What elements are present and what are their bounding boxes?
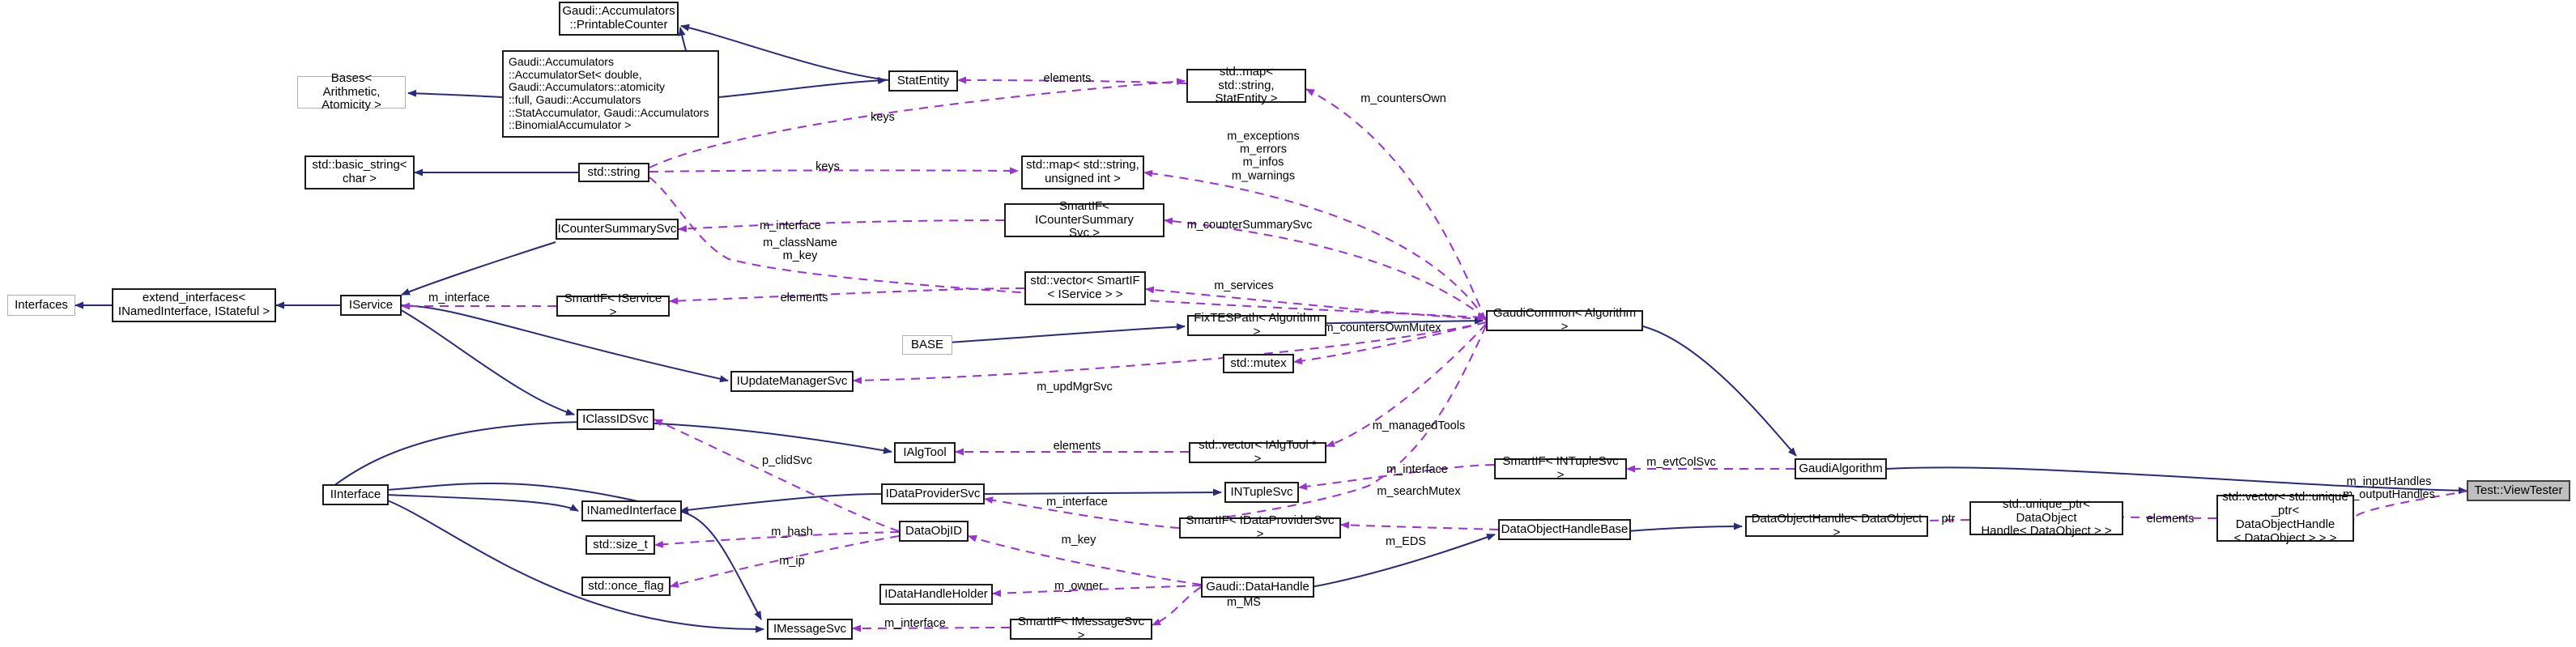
node-base[interactable]: BASE [902,335,952,355]
node-fixtespath-algorithm[interactable]: FixTESPath< Algorithm > [1187,311,1326,338]
node-intuplesvc[interactable]: INTupleSvc [1224,482,1299,503]
edge-label-counters-own: m_countersOwn [1360,92,1446,105]
node-idatahandleholder[interactable]: IDataHandleHolder [879,584,993,605]
edge-label-elements-doh: elements [2146,512,2195,526]
node-printable-counter[interactable]: Gaudi::Accumulators ::PrintableCounter [559,2,679,36]
node-gaudi-datahandle[interactable]: Gaudi::DataHandle [1201,577,1314,598]
edge-label-exception-counters: m_exceptions m_errors m_infos m_warnings [1227,130,1300,183]
node-stat-entity[interactable]: StatEntity [888,70,958,92]
edge-label-m-interface-countersummary: m_interface [760,219,821,232]
edge-label-m-eds: m_EDS [1386,534,1426,548]
node-gaudicommon-algorithm[interactable]: GaudiCommon< Algorithm > [1486,306,1643,334]
edge-label-m-interface-iservice: m_interface [428,291,490,304]
edge-label-managed-tools: m_managedTools [1372,419,1466,432]
node-vector-smartif-iservice[interactable]: std::vector< SmartIF < IService > > [1024,271,1146,305]
edge-label-evt-col-svc: m_evtColSvc [1646,455,1716,469]
edge-label-search-mutex: m_searchMutex [1377,484,1461,498]
node-ialgtool[interactable]: IAlgTool [894,442,956,463]
edge-label-elements-ialgtool: elements [1053,439,1101,453]
node-idataprovidersvc[interactable]: IDataProviderSvc [881,483,985,504]
node-dataobjid[interactable]: DataObjID [899,521,969,542]
edge-label-m-interface-dataprovider: m_interface [1046,495,1108,509]
node-iinterface[interactable]: IInterface [322,484,389,505]
edge-label-m-interface-intuple: m_interface [1386,462,1448,476]
node-gaudialgorithm[interactable]: GaudiAlgorithm [1795,458,1887,479]
edge-label-m-interface-messagesvc: m_interface [884,616,946,630]
edge-label-upd-mgr-svc: m_updMgrSvc [1037,380,1113,394]
node-vector-unique-ptr-dataobjecthandle[interactable]: std::vector< std::unique _ptr< DataObjec… [2216,491,2354,545]
node-accumulator-set[interactable]: Gaudi::Accumulators ::AccumulatorSet< do… [502,50,719,138]
edge-label-keys-lower: keys [815,160,840,173]
node-imessagesvc[interactable]: IMessageSvc [767,619,853,640]
edge-label-input-output-handles: m_inputHandles m_outputHandles [2343,475,2435,501]
node-smartif-idataprovidersvc[interactable]: SmartIF< IDataProviderSvc > [1179,513,1341,541]
node-extend-interfaces[interactable]: extend_interfaces< INamedInterface, ISta… [112,288,276,322]
node-smartif-iservice[interactable]: SmartIF< IService > [556,292,670,319]
node-unique-ptr-dataobjecthandle[interactable]: std::unique_ptr< DataObject Handle< Data… [1969,497,2123,538]
edge-label-counter-summary-svc: m_counterSummarySvc [1186,218,1313,232]
node-test-viewtester[interactable]: Test::ViewTester [2467,480,2570,501]
node-vector-ialgtool-ptr[interactable]: std::vector< IAlgTool * > [1189,438,1326,466]
node-dataobjecthandle-dataobject[interactable]: DataObjectHandle< DataObject > [1745,512,1928,539]
edge-label-p-clid-svc: p_clidSvc [761,453,813,467]
node-map-string-statentity[interactable]: std::map< std::string, StatEntity > [1186,65,1306,105]
edge-label-counters-own-mutex: m_countersOwnMutex [1323,321,1441,334]
edge-label-m-owner: m_owner [1054,579,1103,593]
edge-label-m-ms: m_MS [1227,595,1261,609]
node-smartif-imessagesvc[interactable]: SmartIF< IMessageSvc > [1010,615,1152,642]
edge-label-classname-key: m_className m_key [763,236,837,262]
usage-edges [401,76,2471,632]
node-std-mutex[interactable]: std::mutex [1223,354,1294,373]
edge-label-keys-top: keys [871,110,895,124]
node-std-once-flag[interactable]: std::once_flag [581,577,671,596]
node-std-string[interactable]: std::string [578,163,649,182]
node-inamedinterface[interactable]: INamedInterface [581,500,682,521]
node-smartif-countersummarysvc[interactable]: SmartIF< ICounterSummary Svc > [1004,199,1165,240]
node-interfaces[interactable]: Interfaces [7,295,75,316]
node-basic-string-char[interactable]: std::basic_string< char > [304,155,415,189]
node-map-string-uint[interactable]: std::map< std::string, unsigned int > [1021,155,1144,189]
edge-label-elements-iservice: elements [780,291,828,304]
edge-label-m-ip: m_ip [779,554,805,568]
node-bases-arithmetic[interactable]: Bases< Arithmetic, Atomicity > [297,71,406,112]
edge-label-elements-statentity: elements [1043,71,1092,85]
edge-label-m-key: m_key [1061,533,1096,547]
node-std-size-t[interactable]: std::size_t [585,535,655,555]
edge-label-ptr: ptr [1941,512,1956,526]
edge-label-m-services: m_services [1214,279,1274,292]
node-iclassidsvc[interactable]: IClassIDSvc [577,409,654,430]
edge-label-m-hash: m_hash [771,525,813,538]
node-iservice[interactable]: IService [340,295,402,316]
node-dataobjecthandlebase[interactable]: DataObjectHandleBase [1498,519,1631,540]
node-iupdatemanagersvc[interactable]: IUpdateManagerSvc [730,371,854,392]
node-icountersummarysvc[interactable]: ICounterSummarySvc [556,219,679,240]
node-smartif-intuplesvc[interactable]: SmartIF< INTupleSvc > [1494,454,1627,482]
